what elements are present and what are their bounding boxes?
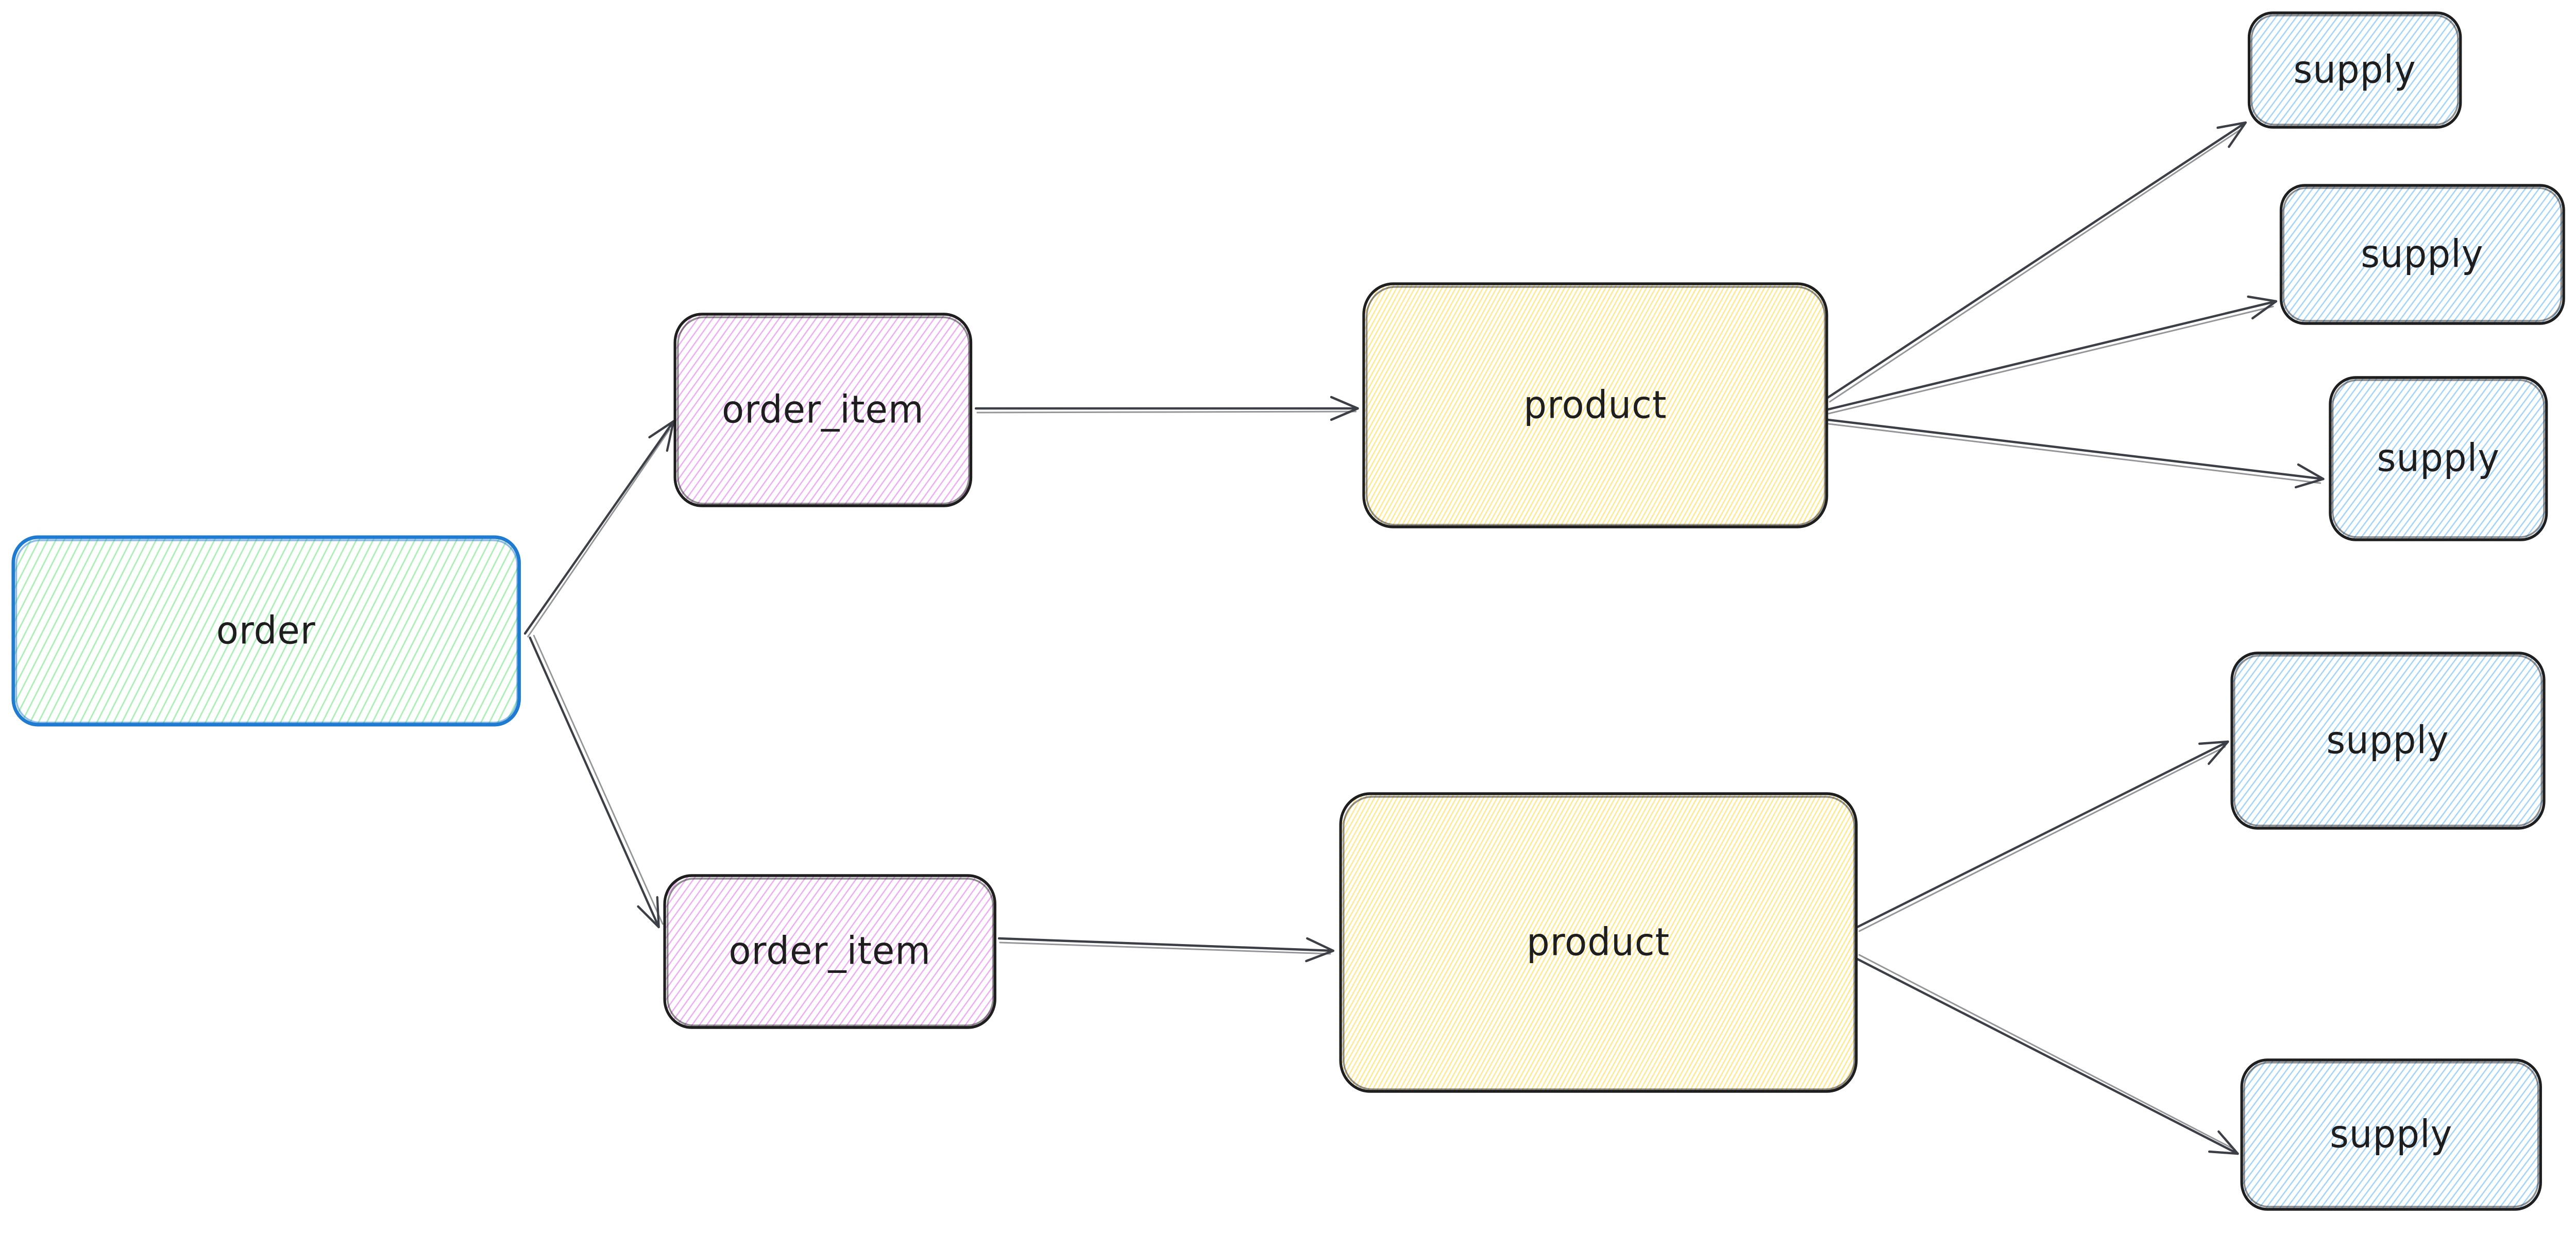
order-box-sketch (15, 539, 518, 724)
product-2-box[interactable] (1339, 792, 1858, 1093)
edge-line-sketch (533, 635, 664, 925)
arrowhead (648, 420, 675, 452)
arrowhead (2208, 1130, 2239, 1155)
supply-4-label: supply (2326, 718, 2449, 763)
edge-line-sketch (1828, 423, 2321, 484)
edge-line-sketch (976, 410, 1357, 414)
edge-product-2-to-supply-5[interactable] (1856, 954, 2239, 1155)
order-box[interactable] (11, 535, 521, 727)
arrowhead (1330, 396, 1359, 421)
arrowhead (1305, 937, 1334, 963)
node-supply-5[interactable]: supply (2240, 1058, 2542, 1211)
supply-2-box[interactable] (2279, 184, 2565, 325)
supply-5-label: supply (2330, 1112, 2452, 1157)
supply-3-box-sketch (2332, 379, 2545, 538)
order-item-1-box-sketch (677, 316, 970, 505)
edge-line (529, 636, 660, 929)
node-supply-4[interactable]: supply (2230, 652, 2546, 830)
edge-order-to-order-item-2[interactable] (529, 635, 664, 929)
edge-product-1-to-supply-2[interactable] (1826, 295, 2278, 415)
arrowhead (2247, 295, 2278, 320)
product-1-label: product (1523, 383, 1667, 427)
supply-3-label: supply (2377, 436, 2500, 481)
arrowhead (2216, 121, 2247, 148)
supply-4-box[interactable] (2230, 652, 2546, 830)
arrowhead (637, 896, 660, 929)
edge-order-item-2-to-product-2[interactable] (997, 937, 1334, 963)
node-product-1[interactable]: product (1362, 282, 1828, 528)
edge-product-1-to-supply-3[interactable] (1826, 418, 2325, 489)
edge-line-sketch (527, 429, 671, 638)
order-label: order (216, 609, 316, 653)
edge-line-sketch (999, 941, 1331, 955)
node-order[interactable]: order (11, 535, 521, 727)
edge-line (1826, 121, 2247, 399)
edge-line-sketch (1828, 305, 2274, 415)
order-item-1-box[interactable] (673, 313, 973, 507)
edge-product-2-to-supply-4[interactable] (1856, 740, 2229, 932)
supply-3-box[interactable] (2329, 376, 2548, 541)
edge-line (1826, 300, 2278, 411)
order-item-2-box-sketch (667, 878, 994, 1026)
node-supply-1[interactable]: supply (2247, 11, 2462, 129)
node-order-item-1[interactable]: order_item (673, 313, 973, 507)
edge-line-sketch (1858, 746, 2226, 932)
supply-2-label: supply (2361, 232, 2483, 277)
product-1-box[interactable] (1362, 282, 1828, 528)
order-item-2-box[interactable] (663, 874, 996, 1029)
node-order-item-2[interactable]: order_item (663, 874, 996, 1029)
edge-line (997, 937, 1334, 952)
node-product-2[interactable]: product (1339, 792, 1858, 1093)
edge-line (1856, 740, 2229, 929)
product-2-label: product (1527, 920, 1670, 965)
product-2-box-sketch (1343, 796, 1855, 1090)
node-supply-2[interactable]: supply (2279, 184, 2565, 325)
supply-5-box-sketch (2243, 1061, 2539, 1208)
edge-line (1856, 957, 2239, 1155)
order-item-1-label: order_item (722, 388, 924, 432)
supply-5-box[interactable] (2240, 1058, 2542, 1211)
edge-line-sketch (1858, 954, 2236, 1151)
edge-line (523, 420, 675, 635)
node-supply-3[interactable]: supply (2329, 376, 2548, 541)
arrowhead (2294, 463, 2325, 489)
order-item-2-label: order_item (728, 929, 931, 973)
supply-2-box-sketch (2282, 187, 2563, 322)
edge-order-item-1-to-product-1[interactable] (974, 396, 1359, 421)
product-1-box-sketch (1366, 286, 1826, 526)
edge-order-to-order-item-1[interactable] (523, 420, 675, 638)
supply-1-box[interactable] (2247, 11, 2462, 129)
edge-line (1826, 418, 2325, 481)
arrowhead (2198, 740, 2229, 765)
supply-1-box-sketch (2250, 14, 2459, 126)
supply-1-label: supply (2293, 48, 2416, 92)
edge-product-1-to-supply-1[interactable] (1826, 121, 2247, 403)
edge-line-sketch (1829, 128, 2243, 403)
supply-4-box-sketch (2233, 655, 2543, 827)
